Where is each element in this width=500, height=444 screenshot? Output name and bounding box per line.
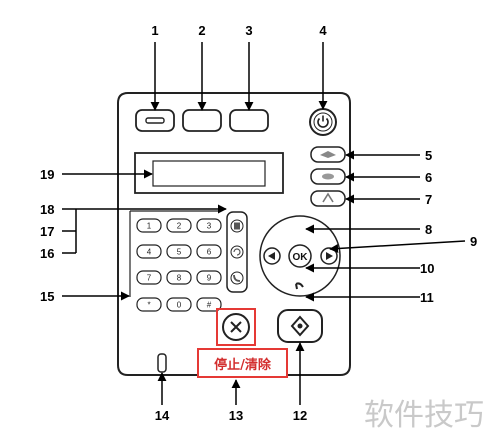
callout-2: 2 — [198, 23, 205, 38]
watermark: 软件技巧 — [364, 398, 484, 433]
callout-leaders — [62, 42, 466, 405]
power-button[interactable] — [309, 108, 337, 136]
callout-1: 1 — [151, 23, 158, 38]
svg-text:1: 1 — [147, 222, 152, 231]
address-book-icon — [234, 222, 240, 230]
callout-19: 19 — [40, 167, 54, 182]
callout-17: 17 — [40, 224, 54, 239]
callout-16: 16 — [40, 246, 54, 261]
svg-text:0: 0 — [177, 301, 182, 310]
callout-14: 14 — [155, 408, 170, 423]
copy-icon — [320, 151, 336, 158]
callout-6: 6 — [425, 170, 432, 185]
keypad-key-star[interactable]: * — [136, 297, 162, 312]
keypad-key-9[interactable]: 9 — [196, 270, 222, 285]
keypad-key-4[interactable]: 4 — [136, 244, 162, 259]
keypad-key-0[interactable]: 0 — [166, 297, 192, 312]
callout-18: 18 — [40, 202, 54, 217]
function-button-6[interactable] — [310, 168, 346, 185]
callout-numbers: 1 2 3 4 5 6 7 8 9 10 11 12 13 14 15 16 1… — [40, 23, 477, 423]
callout-12: 12 — [293, 408, 307, 423]
svg-text:#: # — [207, 301, 212, 310]
keypad-key-2[interactable]: 2 — [166, 218, 192, 233]
ok-button[interactable]: OK — [288, 244, 312, 268]
callout-9: 9 — [470, 234, 477, 249]
callout-11: 11 — [420, 290, 434, 305]
stop-button-highlight — [216, 308, 256, 346]
callout-10: 10 — [420, 261, 434, 276]
keypad-key-7[interactable]: 7 — [136, 270, 162, 285]
svg-text:*: * — [147, 301, 150, 310]
function-button-5[interactable] — [310, 146, 346, 163]
svg-text:6: 6 — [207, 248, 212, 257]
fax-icon — [322, 192, 334, 203]
callout-5: 5 — [425, 148, 432, 163]
callout-7: 7 — [425, 192, 432, 207]
top-button-3[interactable] — [229, 109, 269, 132]
redial-button[interactable] — [230, 245, 244, 259]
stop-clear-label: 停止/清除 — [197, 348, 288, 378]
usb-port-slot — [157, 353, 167, 373]
address-book-button[interactable] — [230, 219, 244, 233]
keypad-key-hash[interactable]: # — [196, 297, 222, 312]
keypad-key-5[interactable]: 5 — [166, 244, 192, 259]
redial-icon — [233, 248, 241, 256]
scan-icon — [322, 173, 334, 180]
top-button-2[interactable] — [182, 109, 222, 132]
svg-text:7: 7 — [147, 274, 152, 283]
svg-text:4: 4 — [147, 248, 152, 257]
power-icon — [317, 117, 329, 128]
start-button[interactable] — [277, 309, 323, 343]
callout-15: 15 — [40, 289, 54, 304]
svg-text:9: 9 — [207, 274, 212, 283]
callout-8: 8 — [425, 222, 432, 237]
lcd-display-screen — [152, 160, 266, 187]
keypad-key-6[interactable]: 6 — [196, 244, 222, 259]
right-arrow-icon — [326, 252, 333, 260]
keypad-key-3[interactable]: 3 — [196, 218, 222, 233]
on-hook-dial-button[interactable] — [230, 271, 244, 285]
top-button-1-indicator — [145, 117, 165, 124]
svg-text:8: 8 — [177, 274, 182, 283]
callout-13: 13 — [229, 408, 243, 423]
left-arrow-icon — [268, 252, 275, 260]
svg-text:OK: OK — [293, 252, 309, 263]
keypad-key-8[interactable]: 8 — [166, 270, 192, 285]
phone-icon — [233, 274, 241, 282]
stop-x-icon — [230, 321, 242, 333]
keypad-key-1[interactable]: 1 — [136, 218, 162, 233]
svg-text:2: 2 — [177, 222, 182, 231]
svg-text:3: 3 — [207, 222, 212, 231]
callout-4: 4 — [319, 23, 327, 38]
back-button-icon[interactable] — [295, 282, 304, 290]
stop-clear-button[interactable] — [222, 313, 250, 341]
svg-text:5: 5 — [177, 248, 182, 257]
function-button-7[interactable] — [310, 190, 346, 207]
callout-3: 3 — [245, 23, 252, 38]
right-arrow-button[interactable] — [320, 247, 338, 265]
left-arrow-button[interactable] — [263, 247, 281, 265]
